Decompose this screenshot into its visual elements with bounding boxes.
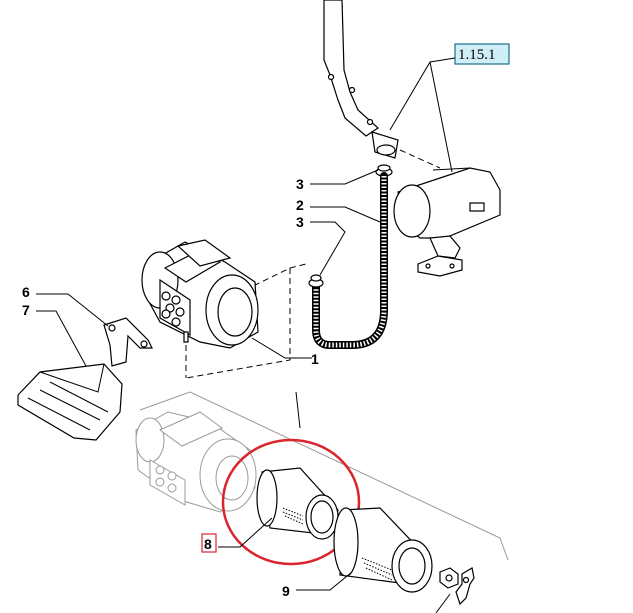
callout-7: 7 [22, 302, 30, 318]
callout-8: 8 [204, 536, 212, 552]
callout-3-lower: 3 [296, 214, 304, 230]
reference-label: 1.15.1 [458, 47, 496, 63]
callout-8-box [201, 533, 217, 553]
nut [439, 567, 459, 589]
callout-3-upper: 3 [296, 176, 304, 192]
wing-nut [455, 567, 475, 606]
exhaust-pipe [323, 0, 441, 169]
bracket [103, 317, 153, 367]
outer-filter-element [333, 507, 433, 593]
reference-1-15-1[interactable]: 1.15.1 [389, 43, 510, 173]
air-filter-assembly [141, 239, 312, 359]
duct [17, 363, 123, 441]
clamp-lower [308, 274, 324, 288]
hose [312, 172, 388, 349]
callout-6: 6 [22, 284, 30, 300]
reference-box[interactable] [454, 43, 510, 65]
callout-9: 9 [282, 583, 290, 599]
muffler [393, 167, 501, 277]
highlight-circle [221, 438, 361, 566]
callout-1: 1 [311, 351, 319, 367]
callout-2: 2 [296, 197, 304, 213]
inner-filter-element [256, 467, 339, 540]
